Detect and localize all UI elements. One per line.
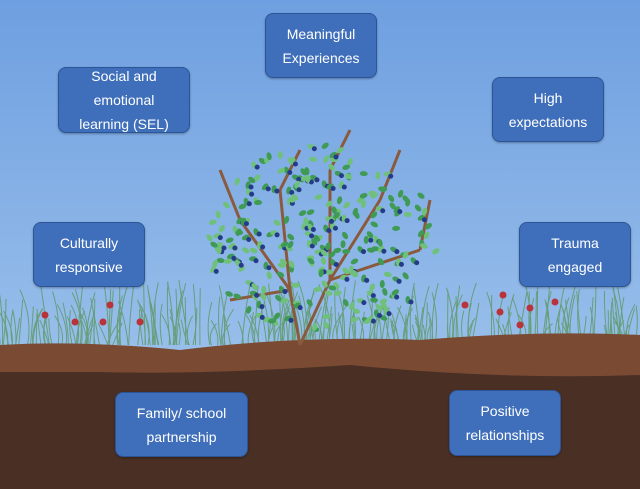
label-family-school-partnership: Family/ school partnership [115,392,248,457]
label-high-expectations: High expectations [492,77,604,142]
flowers [41,291,559,329]
label-meaningful-experiences: Meaningful Experiences [265,13,377,78]
label-sel: Social and emotional learning (SEL) [58,67,190,133]
label-positive-relationships: Positive relationships [449,390,561,456]
tree [206,129,440,346]
label-trauma-engaged: Trauma engaged [519,222,631,287]
topsoil [0,333,640,377]
label-culturally-responsive: Culturally responsive [33,222,145,287]
